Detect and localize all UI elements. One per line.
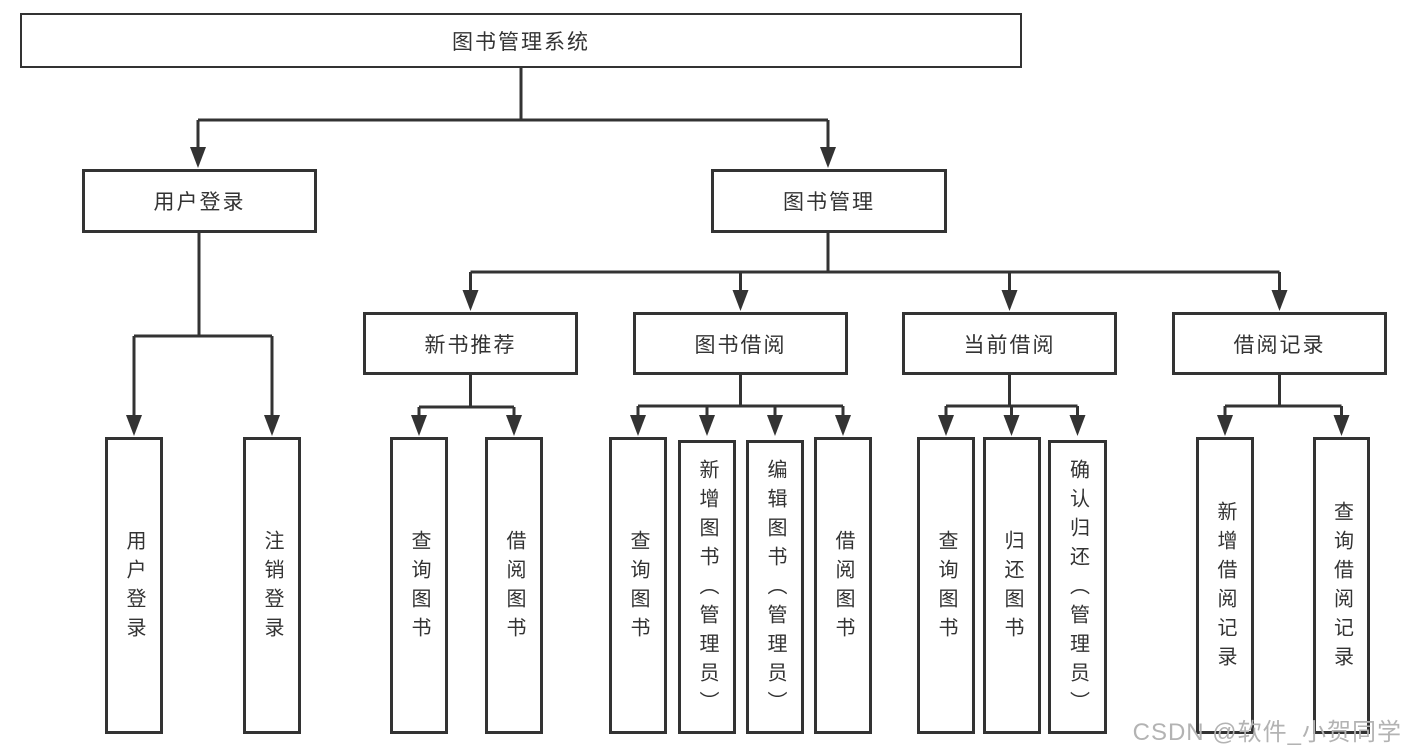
connector-stems xyxy=(132,68,1343,418)
csdn-watermark: CSDN @软件_小贺同学 xyxy=(1132,719,1402,746)
node-new-book-recommendation: 新书推荐 xyxy=(363,312,578,375)
node-borrowing-records: 借阅记录 xyxy=(1172,312,1387,375)
leaf-logout-login: 注销登录 xyxy=(243,437,301,734)
leaf-query-books-borrow: 查询图书 xyxy=(609,437,667,734)
leaf-add-books-admin: 新增图书（管理员） xyxy=(678,440,736,734)
arrowheads xyxy=(126,147,1350,436)
node-book-management: 图书管理 xyxy=(711,169,947,233)
node-book-borrowing: 图书借阅 xyxy=(633,312,848,375)
leaf-query-books-current: 查询图书 xyxy=(917,437,975,734)
leaf-query-books-recommend: 查询图书 xyxy=(390,437,448,734)
node-user-login: 用户登录 xyxy=(82,169,317,233)
leaf-edit-books-admin: 编辑图书（管理员） xyxy=(746,440,804,734)
leaf-query-borrow-record: 查询借阅记录 xyxy=(1313,437,1370,734)
node-current-borrowing: 当前借阅 xyxy=(902,312,1117,375)
leaf-borrow-books-recommend: 借阅图书 xyxy=(485,437,543,734)
node-library-management-system: 图书管理系统 xyxy=(20,13,1022,68)
leaf-user-login: 用户登录 xyxy=(105,437,163,734)
leaf-add-borrow-record: 新增借阅记录 xyxy=(1196,437,1254,734)
leaf-borrow-books-borrow: 借阅图书 xyxy=(814,437,872,734)
leaf-confirm-return-admin: 确认归还（管理员） xyxy=(1048,440,1107,734)
leaf-return-books: 归还图书 xyxy=(983,437,1041,734)
